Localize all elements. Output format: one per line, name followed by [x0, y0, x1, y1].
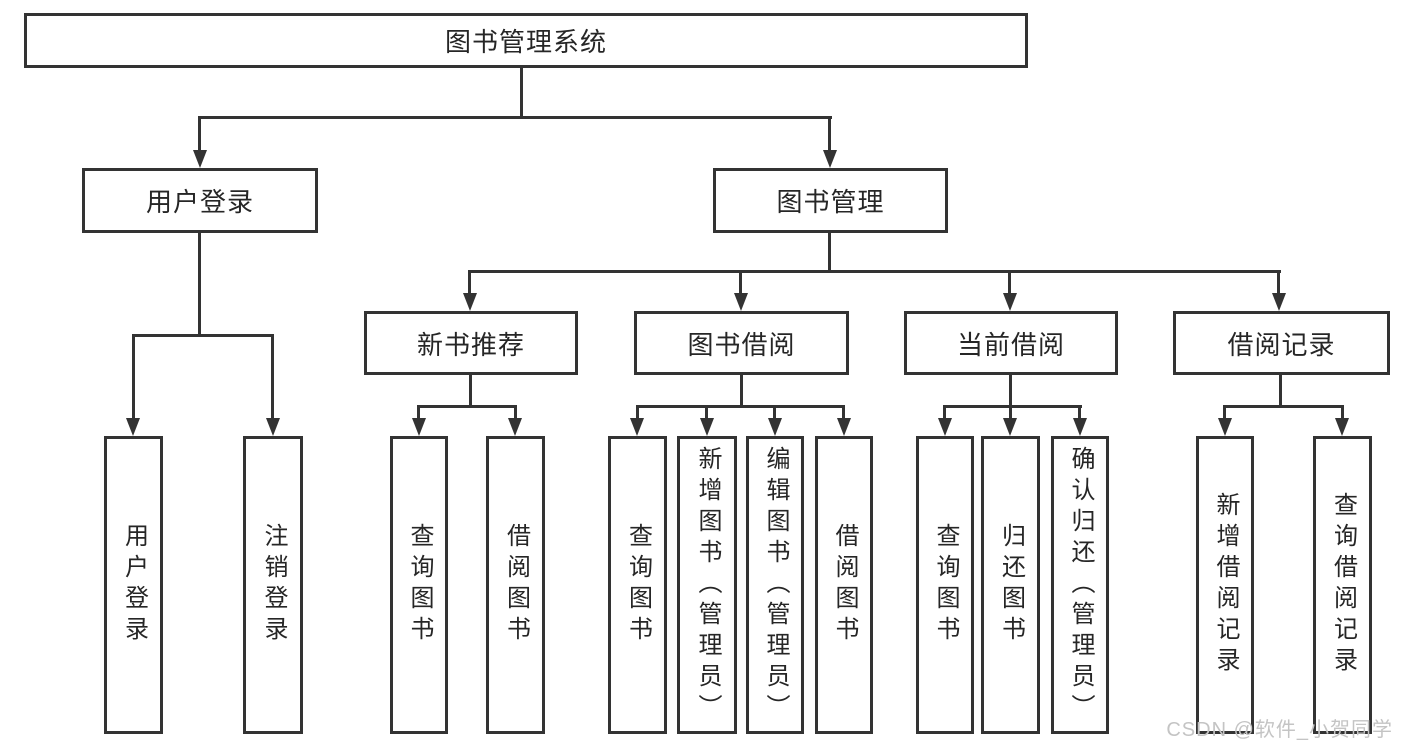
- connector-to-recommend: [468, 270, 471, 293]
- connector-borrow-records-rail: [1223, 405, 1344, 408]
- connector-leaf-stub: [1009, 405, 1012, 418]
- arrow-down-icon: [768, 418, 782, 436]
- connector-management-rail: [469, 270, 1281, 273]
- leaf-borrow-query-books-label: 查询图书: [624, 523, 652, 647]
- connector-login-to-user-login: [132, 334, 135, 418]
- csdn-watermark: CSDN @软件_小贺同学: [1166, 719, 1393, 741]
- leaf-query-borrow-record: 查询借阅记录: [1313, 436, 1372, 734]
- connector-recommend-stem: [469, 375, 472, 408]
- node-book-management-label: 图书管理: [776, 187, 885, 217]
- node-root: 图书管理系统: [24, 13, 1028, 68]
- connector-book-borrow-stem: [740, 375, 743, 408]
- connector-management-stem: [828, 233, 831, 272]
- leaf-add-books-admin-label: 新增图书（管理员）: [694, 445, 721, 725]
- arrow-down-icon: [734, 293, 748, 311]
- connector-login-stem: [198, 233, 201, 336]
- leaf-user-login: 用户登录: [104, 436, 163, 734]
- leaf-confirm-return-admin: 确认归还（管理员）: [1051, 436, 1109, 734]
- leaf-add-borrow-record-label: 新增借阅记录: [1212, 492, 1239, 678]
- node-current-borrow: 当前借阅: [904, 311, 1118, 375]
- arrow-down-icon: [1272, 293, 1286, 311]
- connector-leaf-stub: [705, 405, 708, 418]
- connector-to-book-borrow: [739, 270, 742, 293]
- connector-borrow-records-stem: [1279, 375, 1282, 408]
- leaf-add-books-admin: 新增图书（管理员）: [677, 436, 737, 734]
- leaf-recommend-query-books-label: 查询图书: [406, 523, 433, 647]
- leaf-edit-books-admin: 编辑图书（管理员）: [746, 436, 804, 734]
- arrow-down-icon: [463, 293, 477, 311]
- connector-leaf-stub: [1078, 405, 1081, 418]
- leaf-confirm-return-admin-label: 确认归还（管理员）: [1067, 445, 1094, 725]
- leaf-user-login-label: 用户登录: [120, 523, 148, 647]
- node-borrow-records: 借阅记录: [1173, 311, 1390, 375]
- leaf-query-borrow-record-label: 查询借阅记录: [1329, 492, 1357, 678]
- connector-book-borrow-rail: [636, 405, 845, 408]
- node-current-borrow-label: 当前借阅: [956, 329, 1065, 360]
- arrow-down-icon: [630, 418, 644, 436]
- arrow-down-icon: [700, 418, 714, 436]
- connector-leaf-stub: [417, 405, 420, 418]
- connector-leaf-stub: [514, 405, 517, 418]
- connector-root-to-login: [198, 116, 201, 150]
- arrow-down-icon: [1218, 418, 1232, 436]
- arrow-down-icon: [126, 418, 140, 436]
- leaf-borrow-query-books: 查询图书: [608, 436, 667, 734]
- connector-leaf-stub: [943, 405, 946, 418]
- connector-current-borrow-rail: [943, 405, 1082, 408]
- arrow-down-icon: [837, 418, 851, 436]
- leaf-return-books: 归还图书: [981, 436, 1040, 734]
- connector-root-to-management: [828, 116, 831, 150]
- connector-leaf-stub: [1223, 405, 1226, 418]
- connector-to-current-borrow: [1008, 270, 1011, 293]
- connector-current-borrow-stem: [1009, 375, 1012, 408]
- node-book-borrow-label: 图书借阅: [687, 329, 796, 360]
- connector-to-borrow-records: [1277, 270, 1280, 293]
- arrow-down-icon: [1335, 418, 1349, 436]
- leaf-return-books-label: 归还图书: [997, 523, 1025, 647]
- node-borrow-records-label: 借阅记录: [1227, 329, 1336, 360]
- node-user-login: 用户登录: [82, 168, 318, 233]
- connector-root-stem: [520, 68, 523, 117]
- connector-recommend-rail: [417, 405, 517, 408]
- node-root-label: 图书管理系统: [444, 27, 607, 57]
- arrow-down-icon: [412, 418, 426, 436]
- arrow-down-icon: [266, 418, 280, 436]
- arrow-down-icon: [1003, 293, 1017, 311]
- node-book-borrow: 图书借阅: [634, 311, 849, 375]
- connector-root-rail: [198, 116, 832, 119]
- leaf-logout: 注销登录: [243, 436, 303, 734]
- arrow-down-icon: [1073, 418, 1087, 436]
- connector-leaf-stub: [636, 405, 639, 418]
- connector-leaf-stub: [773, 405, 776, 418]
- arrow-down-icon: [1003, 418, 1017, 436]
- leaf-recommend-borrow-books: 借阅图书: [486, 436, 545, 734]
- node-user-login-label: 用户登录: [145, 187, 254, 217]
- arrow-down-icon: [938, 418, 952, 436]
- leaf-current-query-books: 查询图书: [916, 436, 974, 734]
- leaf-borrow-books-label: 借阅图书: [831, 523, 858, 647]
- leaf-add-borrow-record: 新增借阅记录: [1196, 436, 1254, 734]
- leaf-borrow-books: 借阅图书: [815, 436, 873, 734]
- node-new-book-recommend-label: 新书推荐: [416, 329, 525, 360]
- leaf-recommend-borrow-books-label: 借阅图书: [502, 523, 530, 647]
- arrow-down-icon: [508, 418, 522, 436]
- connector-login-rail: [132, 334, 274, 337]
- leaf-recommend-query-books: 查询图书: [390, 436, 448, 734]
- leaf-logout-label: 注销登录: [260, 523, 287, 647]
- leaf-current-query-books-label: 查询图书: [932, 523, 959, 647]
- arrow-down-icon: [193, 150, 207, 168]
- connector-leaf-stub: [842, 405, 845, 418]
- node-book-management: 图书管理: [713, 168, 948, 233]
- connector-leaf-stub: [1341, 405, 1344, 418]
- connector-login-to-logout: [271, 334, 274, 418]
- node-new-book-recommend: 新书推荐: [364, 311, 578, 375]
- arrow-down-icon: [823, 150, 837, 168]
- leaf-edit-books-admin-label: 编辑图书（管理员）: [762, 445, 789, 725]
